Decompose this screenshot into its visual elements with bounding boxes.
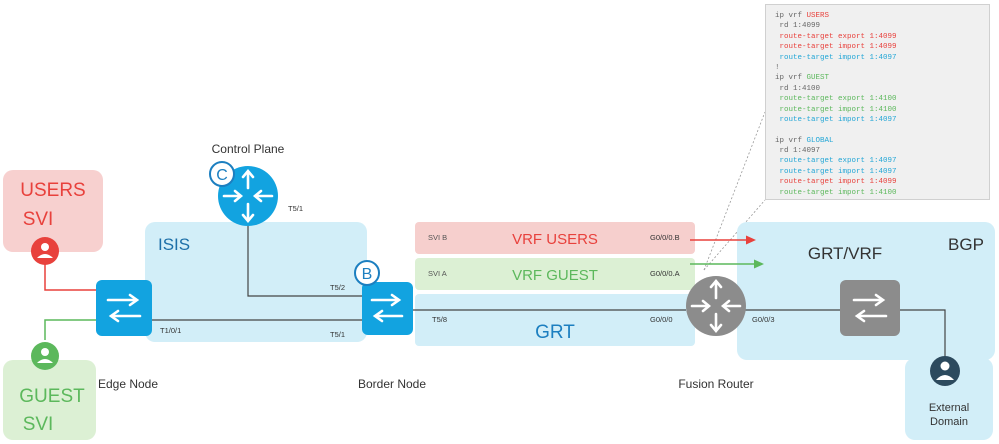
code-line: ip vrf USERS: [775, 11, 989, 21]
guest-arrowhead: [754, 259, 764, 269]
external-person-icon: [930, 356, 960, 386]
code-line-text: route-target export 1:4099: [775, 32, 897, 41]
code-line-text: route-target import 1:4100: [775, 188, 897, 197]
callout-line-bottom: [703, 199, 766, 271]
fusion-router-label: Fusion Router: [678, 377, 753, 391]
vrf-users-label: VRF USERS: [512, 231, 598, 248]
iface-edge-t1-0-1: T1/0/1: [160, 326, 181, 335]
users-svi-label-line2: SVI: [23, 209, 54, 230]
code-line: route-target import 1:4097: [775, 167, 989, 177]
iface-bn-t5-1: T5/1: [330, 330, 345, 339]
control-plane-router-icon: [218, 166, 278, 226]
code-line-text: rd 1:4100: [775, 84, 821, 93]
code-vrf-name: USERS: [806, 12, 830, 20]
code-line-text: route-target import 1:4097: [775, 53, 897, 62]
fusion-router-icon: [686, 276, 746, 336]
grt-label: GRT: [535, 322, 575, 343]
grt-band: [415, 294, 695, 346]
guest-svi-label-line1: GUEST: [19, 386, 85, 407]
external-domain-box: [905, 358, 993, 440]
control-plane-badge: [209, 161, 235, 187]
bgp-external-link: [900, 309, 946, 358]
edge-node-label: Edge Node: [98, 377, 158, 391]
iface-bn-t5-2: T5/2: [330, 283, 345, 292]
code-line-text: !: [775, 63, 780, 72]
users-person-icon: [31, 237, 59, 265]
guest-link: [44, 319, 96, 340]
code-line: rd 1:4100: [775, 84, 989, 94]
code-vrf-name: GUEST: [806, 74, 830, 83]
code-line: route-target export 1:4099: [775, 32, 989, 42]
isis-label: ISIS: [158, 235, 190, 254]
external-domain-line1: External: [929, 402, 969, 414]
iface-cp-t5-1: T5/1: [288, 204, 303, 213]
users-svi-box: [3, 170, 103, 252]
badge-c-text: C: [216, 167, 228, 184]
users-arrowhead: [746, 235, 756, 245]
guest-svi-box: [3, 360, 96, 440]
users-svi-label-line1: USERS: [20, 180, 85, 201]
vrf-guest-label: VRF GUEST: [512, 267, 598, 284]
code-line-text: route-target export 1:4097: [775, 157, 897, 166]
svi-a-label: SVI A: [428, 269, 447, 278]
code-line-text: ip vrf: [775, 12, 807, 20]
code-line-text: route-target import 1:4099: [775, 178, 897, 187]
external-domain-line2: Domain: [930, 416, 968, 428]
code-line: route-target import 1:4100: [775, 105, 989, 115]
guest-svi-label-line2: SVI: [23, 414, 54, 435]
code-line: rd 1:4097: [775, 146, 989, 156]
code-line: route-target export 1:4097: [775, 156, 989, 166]
code-line-text: route-target import 1:4099: [775, 43, 897, 52]
isis-region: [145, 222, 367, 342]
code-line: route-target export 1:4100: [775, 94, 989, 104]
code-line: route-target import 1:4097: [775, 115, 989, 125]
guest-person-icon: [31, 342, 59, 370]
code-vrf-name: GLOBAL: [806, 136, 834, 145]
code-line: rd 1:4099: [775, 21, 989, 31]
iface-g0-0-0-b: G0/0/0.B: [650, 233, 680, 242]
code-line: route-target import 1:4100: [775, 188, 989, 198]
control-plane-label: Control Plane: [212, 142, 285, 156]
bgp-label: BGP: [948, 235, 984, 254]
iface-g0-0-0: G0/0/0: [650, 315, 673, 324]
code-line: route-target import 1:4099: [775, 177, 989, 187]
code-line: [775, 125, 989, 135]
border-node-badge: [354, 260, 380, 286]
vrf-users-band: [415, 222, 695, 254]
code-line: ip vrf GLOBAL: [775, 136, 989, 146]
svi-b-label: SVI B: [428, 233, 447, 242]
border-switch-icon: [362, 282, 413, 335]
code-line-text: ip vrf: [775, 136, 807, 145]
grt-vrf-label: GRT/VRF: [808, 244, 882, 263]
iface-g0-0-3: G0/0/3: [752, 315, 775, 324]
code-line-text: route-target import 1:4097: [775, 167, 897, 176]
vrf-guest-band: [415, 258, 695, 290]
vrf-config-code-box: ip vrf USERS rd 1:4099 route-target expo…: [765, 4, 990, 200]
code-line: route-target import 1:4099: [775, 42, 989, 52]
code-line-text: route-target import 1:4100: [775, 105, 897, 114]
code-line-text: rd 1:4097: [775, 147, 821, 156]
code-line: route-target import 1:4097: [775, 53, 989, 63]
cp-border-link: [247, 222, 362, 297]
iface-bn-t5-8: T5/8: [432, 315, 447, 324]
callout-line-top: [703, 111, 766, 271]
code-line-text: ip vrf: [775, 74, 807, 83]
users-link: [44, 258, 96, 291]
iface-g0-0-0-a: G0/0/0.A: [650, 269, 680, 278]
badge-b-text: B: [362, 266, 373, 283]
code-line-text: rd 1:4099: [775, 22, 821, 31]
edge-switch-icon: [96, 280, 152, 336]
bgp-switch-icon: [840, 280, 900, 336]
code-line-text: route-target import 1:4097: [775, 115, 897, 124]
code-line: ip vrf GUEST: [775, 73, 989, 83]
code-line: !: [775, 63, 989, 73]
border-node-label: Border Node: [358, 377, 426, 391]
code-line-text: route-target export 1:4100: [775, 95, 897, 104]
